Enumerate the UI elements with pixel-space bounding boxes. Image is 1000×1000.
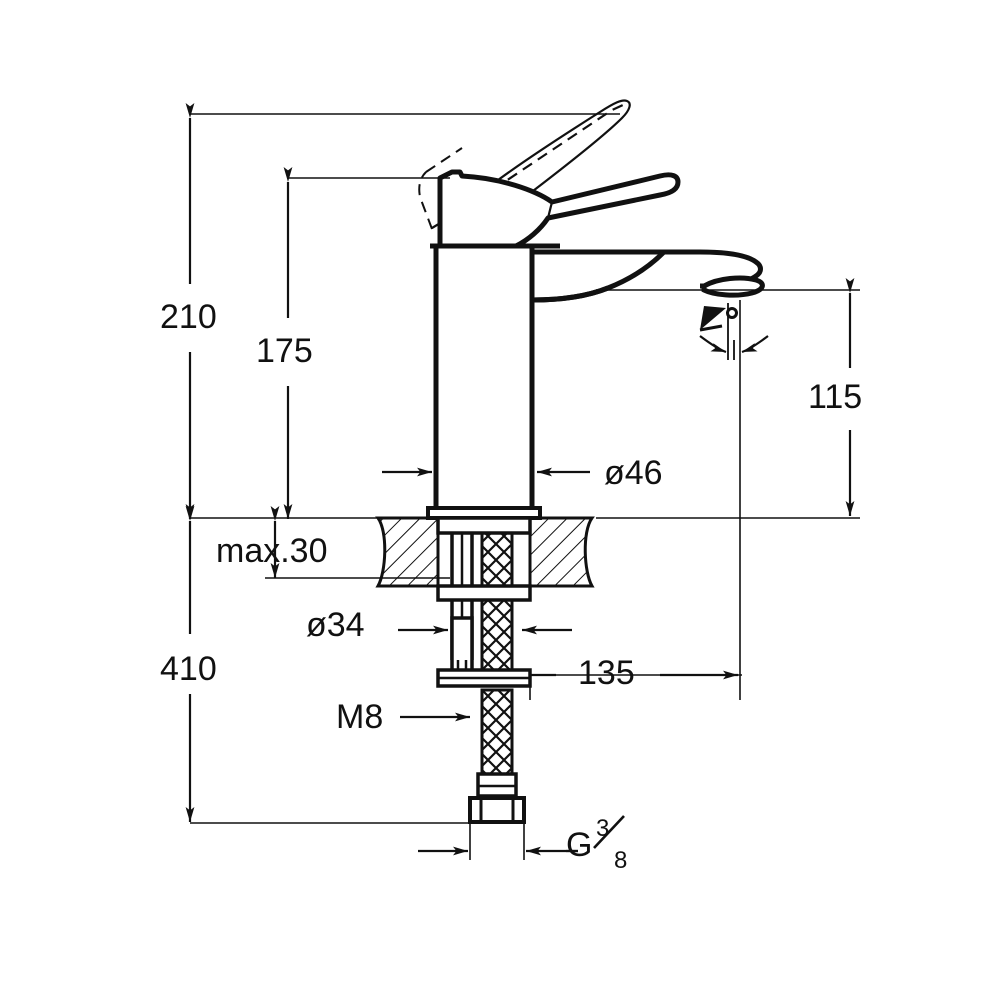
label-135: 135 (578, 654, 635, 692)
dimension-labels: 210 175 115 ø46 max.30 ø34 135 410 M8 G … (160, 298, 862, 874)
lever-handle (437, 169, 681, 249)
label-g38-prefix: G (566, 826, 592, 864)
aerator-angle-symbol (699, 306, 738, 332)
label-210: 210 (160, 298, 217, 336)
faucet-outline (375, 99, 765, 824)
label-d46: ø46 (604, 454, 663, 492)
label-max30: max.30 (216, 532, 328, 570)
label-g38: G 3 8 (566, 815, 627, 874)
label-d34: ø34 (306, 606, 365, 644)
countertop-section (375, 516, 595, 588)
dimension-135 (529, 300, 741, 700)
aerator (701, 275, 765, 298)
dimension-g38 (418, 824, 578, 860)
label-g38-denominator: 8 (614, 847, 627, 874)
dimension-lines (185, 103, 860, 860)
mounting-assembly (436, 516, 532, 824)
faucet-body (426, 248, 542, 520)
label-175: 175 (256, 332, 313, 370)
label-m8: M8 (336, 698, 383, 736)
label-115: 115 (808, 378, 862, 416)
label-410: 410 (160, 650, 217, 688)
